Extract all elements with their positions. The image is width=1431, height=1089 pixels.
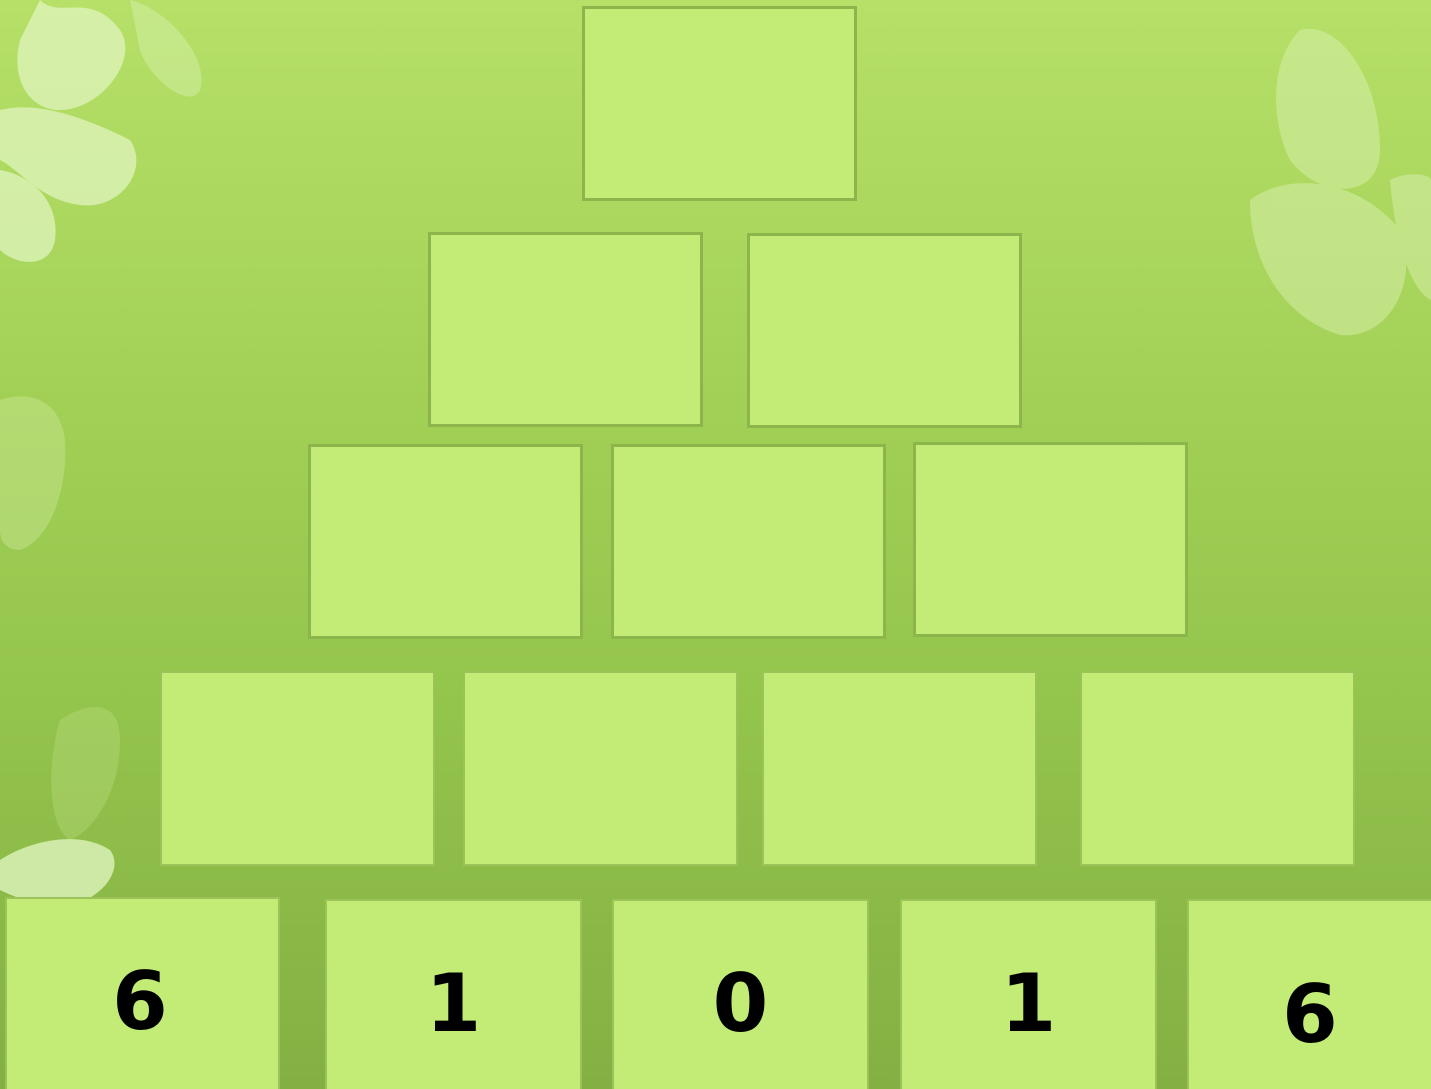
base-number: 6 xyxy=(1282,975,1338,1055)
pyramid-base-cell-1: 6 xyxy=(5,897,280,1089)
pyramid-cell-r4-c3[interactable] xyxy=(762,671,1037,866)
pyramid-base-cell-4: 1 xyxy=(900,899,1157,1089)
base-number: 6 xyxy=(112,962,168,1042)
pyramid-base-cell-5: 6 xyxy=(1187,899,1431,1089)
butterfly-icon xyxy=(0,0,202,262)
pyramid-cell-r2-c2[interactable] xyxy=(747,233,1022,428)
base-number: 0 xyxy=(713,964,769,1044)
pyramid-cell-r4-c1[interactable] xyxy=(160,671,435,866)
pyramid-cell-r4-c2[interactable] xyxy=(463,671,738,866)
pyramid-cell-r3-c1[interactable] xyxy=(308,444,583,639)
pyramid-cell-r1-c1[interactable] xyxy=(582,6,857,201)
pyramid-cell-r4-c4[interactable] xyxy=(1080,671,1355,866)
pyramid-base-cell-2: 1 xyxy=(325,899,582,1089)
butterfly-icon xyxy=(1250,29,1431,335)
base-number: 1 xyxy=(426,964,482,1044)
pyramid-cell-r2-c1[interactable] xyxy=(428,232,703,427)
butterfly-icon xyxy=(0,839,114,905)
pyramid-cell-r3-c2[interactable] xyxy=(611,444,886,639)
base-number: 1 xyxy=(1001,964,1057,1044)
butterfly-icon xyxy=(0,396,120,840)
pyramid-cell-r3-c3[interactable] xyxy=(913,442,1188,637)
pyramid-base-cell-3: 0 xyxy=(612,899,869,1089)
